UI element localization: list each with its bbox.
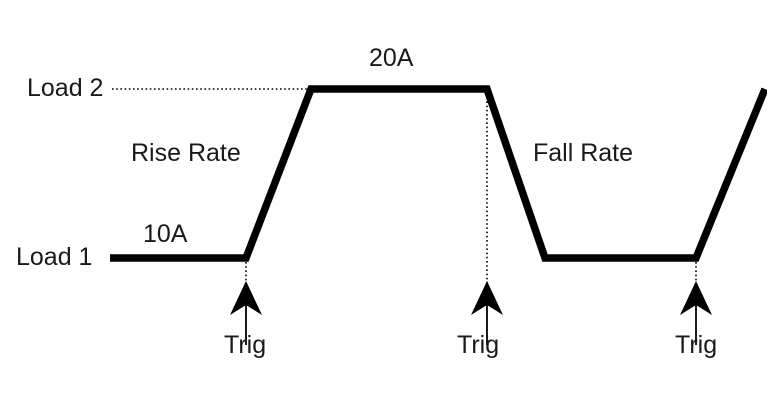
rise-rate-label: Rise Rate [131,139,241,167]
low-level-value-label: 10A [143,220,188,248]
trigger-3-arrow-icon [680,281,712,315]
trigger-2-arrow-icon [471,281,503,315]
fall-rate-label: Fall Rate [533,139,634,167]
load-current-waveform [110,85,767,262]
trigger-2-label: Trig [457,331,500,359]
trigger-3-label: Trig [675,331,718,359]
load-high-label: Load 2 [27,74,104,102]
high-level-value-label: 20A [369,44,414,72]
trigger-1-label: Trig [224,331,267,359]
load-low-label: Load 1 [16,243,93,271]
trigger-1-arrow-icon [230,281,262,315]
